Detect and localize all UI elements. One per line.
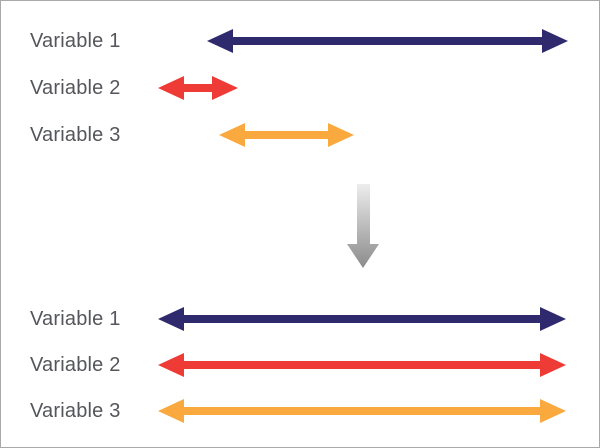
double-arrow-shape — [158, 353, 566, 377]
after-variable-2-label: Variable 2 — [30, 354, 121, 376]
after-variable-2-range-arrow — [158, 353, 566, 377]
after-variable-3-label: Variable 3 — [30, 400, 121, 422]
double-arrow-shape — [158, 76, 238, 100]
down-arrow-shape — [347, 184, 379, 268]
after-variable-3-range-arrow — [158, 399, 566, 423]
double-arrow-shape — [158, 399, 566, 423]
after-variable-1-range-arrow — [158, 307, 566, 331]
double-arrow-shape — [219, 123, 354, 147]
before-variable-1-range-arrow — [207, 29, 568, 53]
before-variable-1-label: Variable 1 — [30, 30, 121, 52]
before-variable-2-label: Variable 2 — [30, 77, 121, 99]
before-variable-3-range-arrow — [219, 123, 354, 147]
after-variable-1-label: Variable 1 — [30, 308, 121, 330]
before-variable-2-range-arrow — [158, 76, 238, 100]
before-variable-3-label: Variable 3 — [30, 124, 121, 146]
double-arrow-shape — [158, 307, 566, 331]
down-arrow-icon — [347, 184, 379, 268]
double-arrow-shape — [207, 29, 568, 53]
